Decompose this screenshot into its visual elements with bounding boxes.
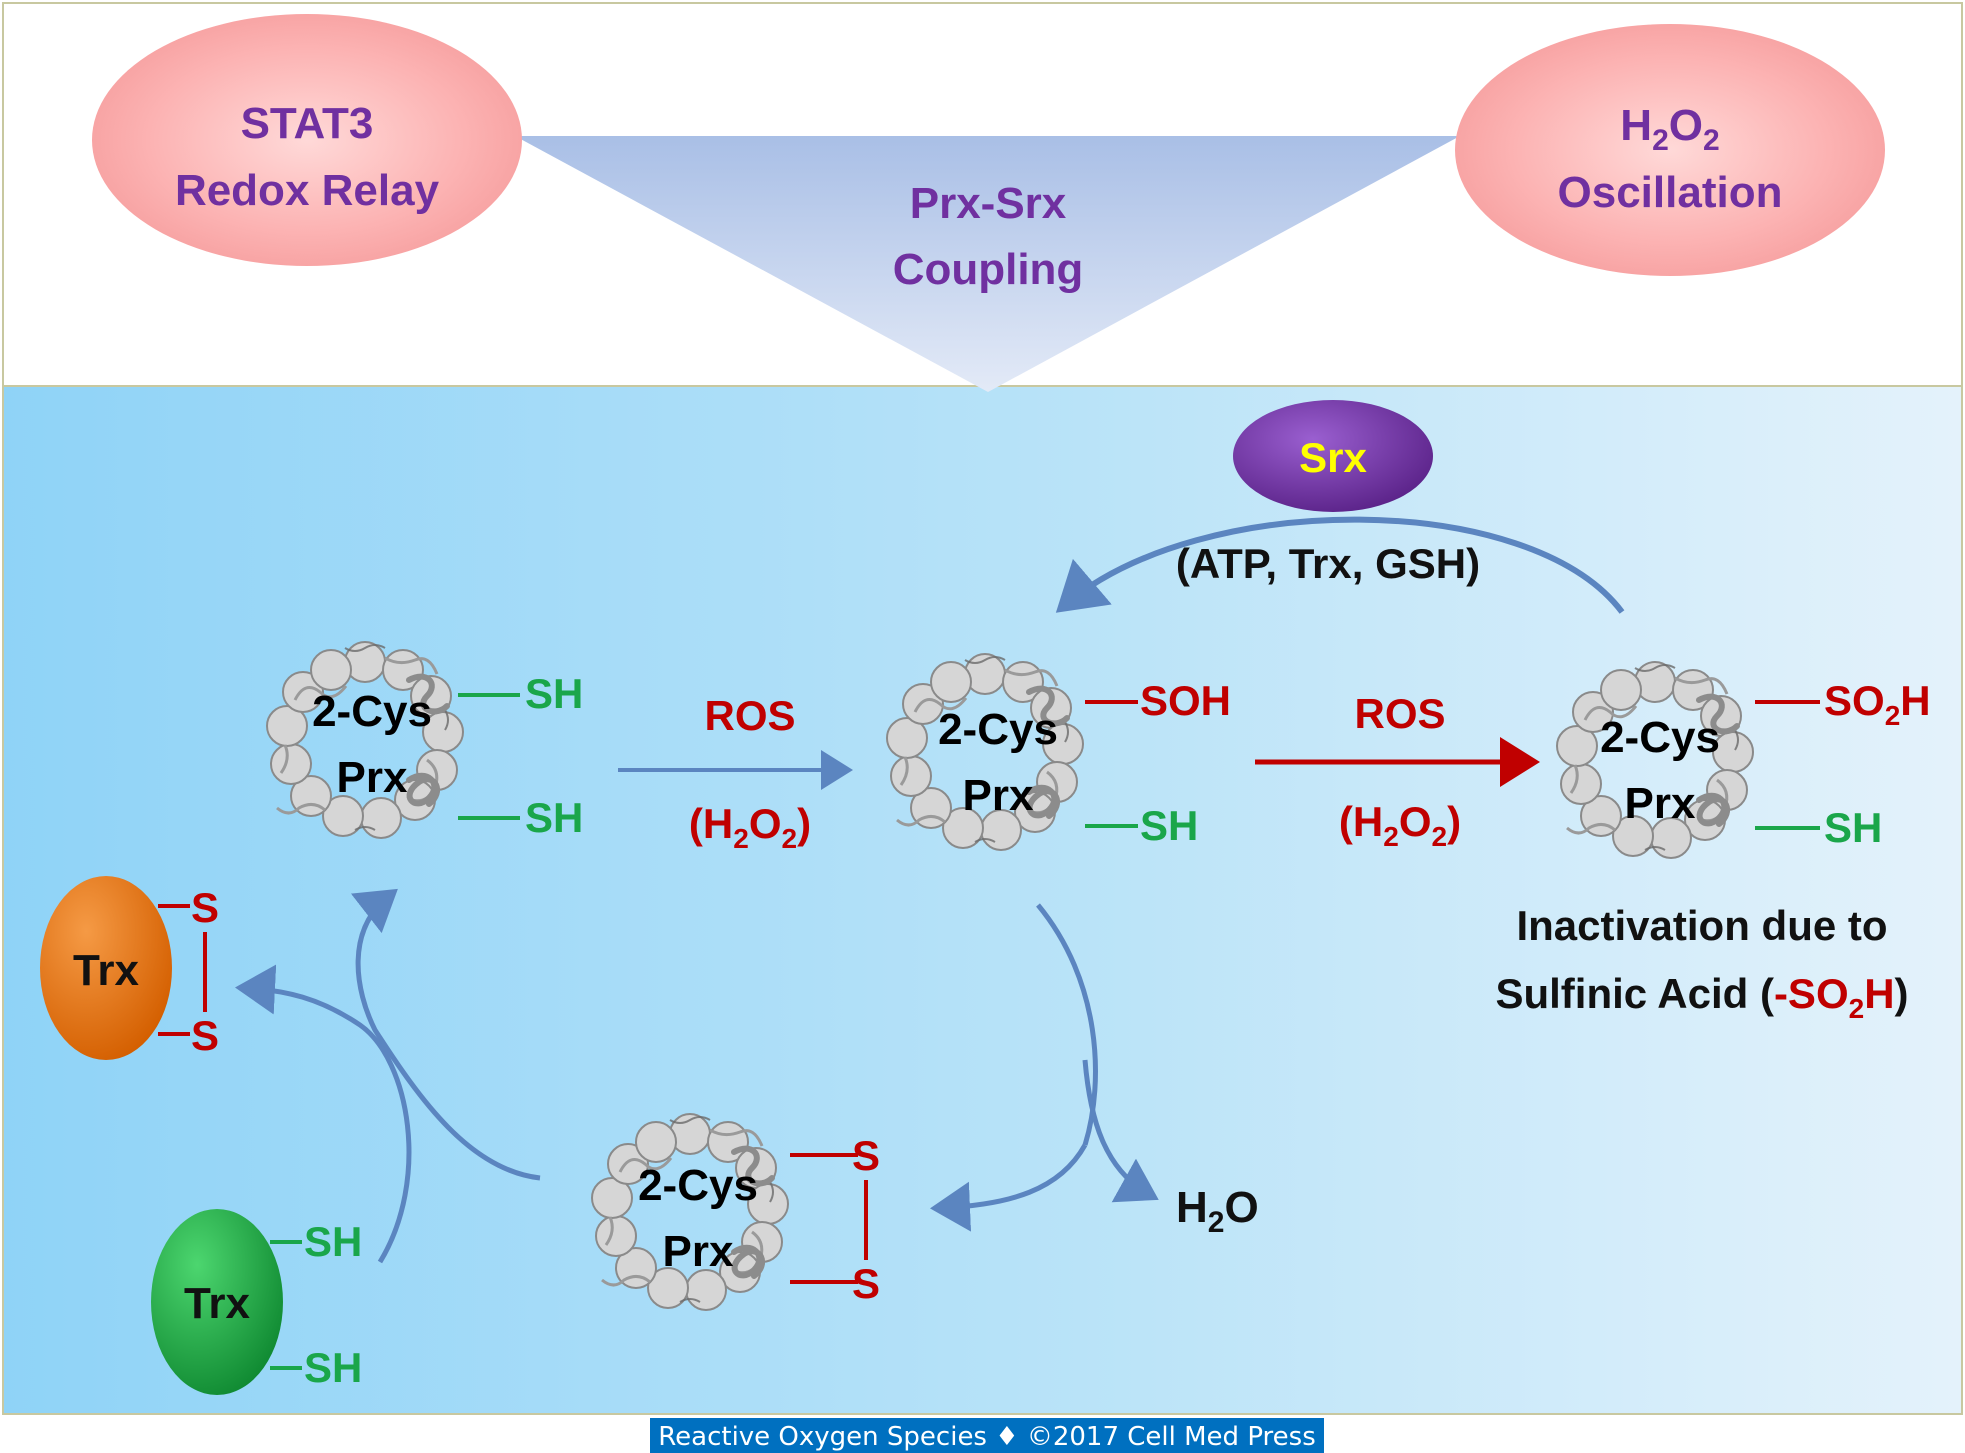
- trx-reduced: Trx SH SH: [151, 1209, 362, 1395]
- trx-orange-oval: [40, 876, 172, 1060]
- caption-bar: [650, 1418, 1324, 1453]
- triangle-label-line2: Coupling: [893, 245, 1084, 294]
- oscillation-label: Oscillation: [1558, 168, 1783, 217]
- trx-reduction-arrow: [350, 888, 541, 1181]
- prx-sulfinic-line1: 2-Cys: [1600, 713, 1720, 762]
- prx-reduced: 2-Cys Prx SH SH: [267, 642, 583, 841]
- prx-sulfenic: 2-Cys Prx SOH SH: [887, 654, 1231, 850]
- trx-oxidized: Trx S S: [40, 876, 219, 1060]
- trx-green-oval: [151, 1209, 283, 1395]
- redox-relay-label: Redox Relay: [175, 166, 440, 215]
- prx-disulfide-s-bottom: S: [852, 1260, 880, 1307]
- srx-cofactors: (ATP, Trx, GSH): [1176, 540, 1480, 587]
- trx-orange-s-top: S: [191, 884, 219, 931]
- prx-disulfide-line1: 2-Cys: [638, 1161, 758, 1210]
- prx-sulfinic-line2: Prx: [1625, 779, 1696, 828]
- prx-disulfide-s-top: S: [852, 1132, 880, 1179]
- prx-reduced-sh-top: SH: [525, 670, 583, 717]
- prx-reduced-line1: 2-Cys: [312, 687, 432, 736]
- coupling-triangle: [515, 136, 1460, 392]
- prx-sulfinic-sh: SH: [1824, 804, 1882, 851]
- prx-reduced-sh-bottom: SH: [525, 794, 583, 841]
- condensation-arrow-stem: [1036, 903, 1098, 1146]
- srx-regeneration-arrow: [1055, 516, 1625, 614]
- trx-green-label: Trx: [184, 1279, 251, 1328]
- stat3-oval: [92, 14, 522, 266]
- ros-label-1: ROS: [704, 692, 795, 739]
- prx-sulfenic-soh: SOH: [1140, 677, 1231, 724]
- h2o2-label-2: (H2O2): [1339, 798, 1461, 852]
- trx-orange-label: Trx: [73, 946, 140, 995]
- h2o2-label-1: (H2O2): [689, 800, 811, 854]
- to-disulfide-arrow: [930, 1143, 1088, 1232]
- inactivation-line2: Sulfinic Acid (-SO2H): [1495, 970, 1908, 1024]
- srx-oval: [1233, 400, 1433, 512]
- water-label: H2O: [1176, 1183, 1259, 1239]
- srx-label: Srx: [1299, 434, 1367, 481]
- trx-green-sh-top: SH: [304, 1218, 362, 1265]
- prx-sulfinic-so2h: SO2H: [1824, 677, 1931, 731]
- h2o2-oval: [1455, 24, 1885, 276]
- prx-sulfinic: 2-Cys Prx SO2H SH: [1557, 662, 1931, 858]
- caption-text: Reactive Oxygen Species ♦ ©2017 Cell Med…: [658, 1422, 1316, 1452]
- prx-sulfenic-line1: 2-Cys: [938, 705, 1058, 754]
- inactivation-line1: Inactivation due to: [1516, 902, 1887, 949]
- to-water-arrow: [1082, 1059, 1159, 1203]
- trx-oxidation-arrow: [235, 964, 412, 1264]
- blue-panel: [2, 385, 1963, 1415]
- prx-sulfenic-sh: SH: [1140, 802, 1198, 849]
- prx-reduced-line2: Prx: [337, 753, 408, 802]
- prx-sulfenic-line2: Prx: [963, 771, 1034, 820]
- trx-green-sh-bottom: SH: [304, 1344, 362, 1391]
- triangle-label-line1: Prx-Srx: [910, 179, 1067, 228]
- prx-disulfide: 2-Cys Prx S S: [592, 1114, 880, 1310]
- ros-label-2: ROS: [1354, 690, 1445, 737]
- trx-orange-s-bottom: S: [191, 1012, 219, 1059]
- stat3-label: STAT3: [241, 99, 374, 148]
- h2o2-oscillation-formula: H2O2: [1620, 101, 1719, 157]
- prx-disulfide-line2: Prx: [663, 1227, 734, 1276]
